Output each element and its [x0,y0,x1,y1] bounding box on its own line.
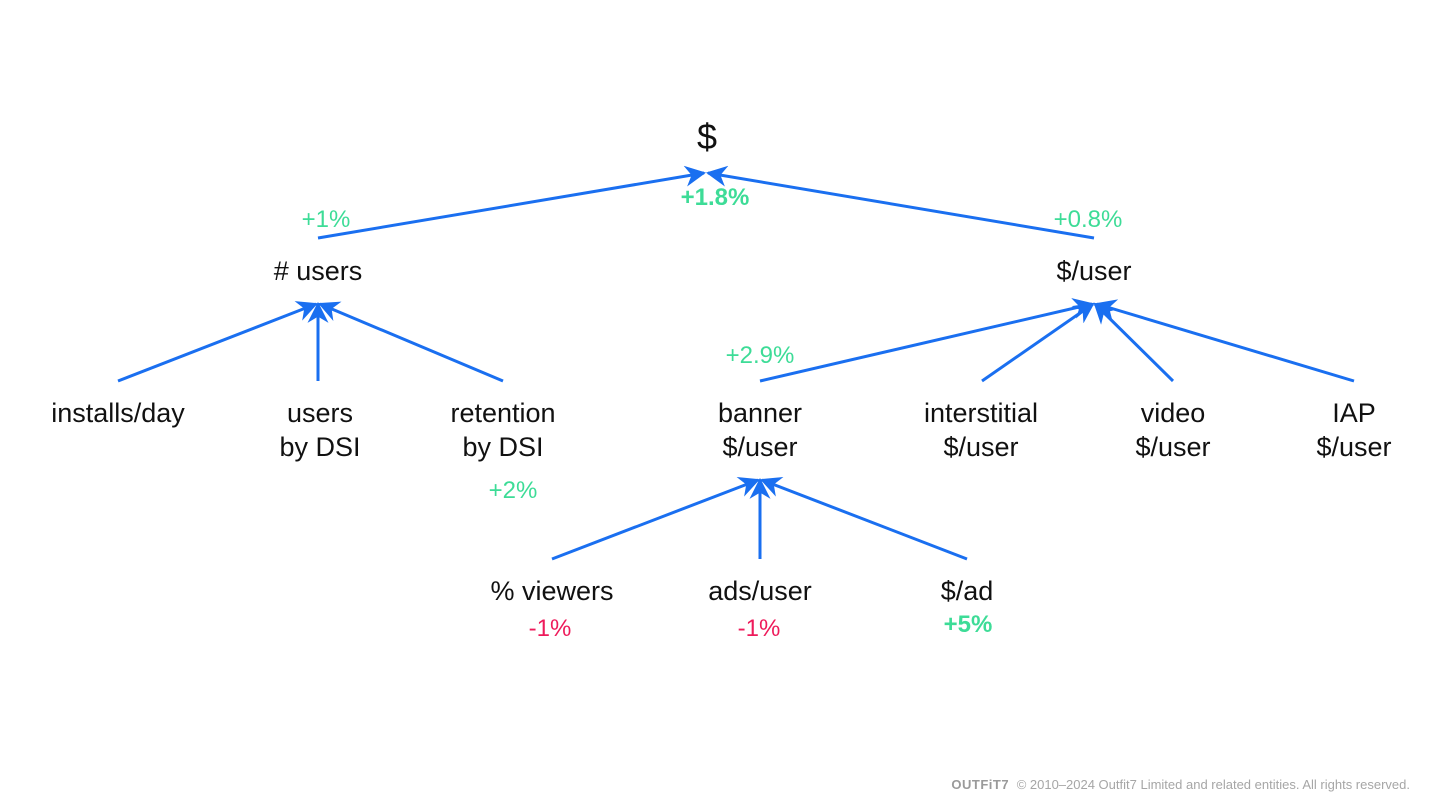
arrow-interstitial-to-dollar-per-user [981,302,1095,383]
ads-per-user-node-label: ads/user [708,576,812,606]
banner-change: +2.9% [725,342,795,369]
dollar-per-user-node-label: $/user [1056,256,1132,286]
interstitial-node: interstitial $/user [924,396,1038,464]
arrow-retention-to-users [318,301,504,383]
viewers-change: -1% [528,615,572,642]
iap-line1: IAP [1332,398,1376,428]
users-change: +1% [301,206,351,233]
arrow-dollar-per-user-to-root [705,165,1095,240]
dollar-per-ad-node-label: $/ad [940,576,994,606]
retention-change: +2% [488,477,538,504]
dollar-per-ad-change: +5% [943,611,993,638]
root-change: +1.8% [680,184,750,211]
interstitial-line2: $/user [943,432,1019,462]
video-node: video $/user [1135,396,1210,464]
video-line1: video [1140,398,1206,428]
users-node-label: # users [273,256,363,286]
arrow-banner-to-dollar-per-user [759,298,1095,383]
dollar-per-user-change: +0.8% [1053,206,1123,233]
retention-by-dsi-line1: retention [450,398,556,428]
viewers-node-label: % viewers [490,576,614,606]
users-by-dsi-node: users by DSI [279,396,360,464]
arrow-dollar-per-ad-to-banner [760,476,968,561]
retention-by-dsi-node: retention by DSI [450,396,555,464]
arrow-iap-to-dollar-per-user [1094,299,1355,383]
brand-logo-text: OUTFiT7 [951,777,1010,792]
banner-line1: banner [717,398,803,428]
copyright-footer: OUTFiT7 © 2010–2024 Outfit7 Limited and … [951,777,1410,792]
iap-node: IAP $/user [1316,396,1391,464]
root-node-label: $ [696,116,718,157]
video-line2: $/user [1135,432,1211,462]
arrow-installs-to-users [117,301,318,383]
users-by-dsi-line1: users [286,398,354,428]
arrow-users-to-root [317,165,707,240]
interstitial-line1: interstitial [923,398,1039,428]
banner-node: banner $/user [718,396,802,464]
arrow-viewers-to-banner [551,476,760,561]
users-by-dsi-line2: by DSI [279,432,361,462]
installs-node-label: installs/day [51,398,185,428]
ads-per-user-change: -1% [737,615,781,642]
banner-line2: $/user [722,432,798,462]
iap-line2: $/user [1316,432,1392,462]
retention-by-dsi-line2: by DSI [462,432,544,462]
copyright-text: © 2010–2024 Outfit7 Limited and related … [1016,777,1410,792]
